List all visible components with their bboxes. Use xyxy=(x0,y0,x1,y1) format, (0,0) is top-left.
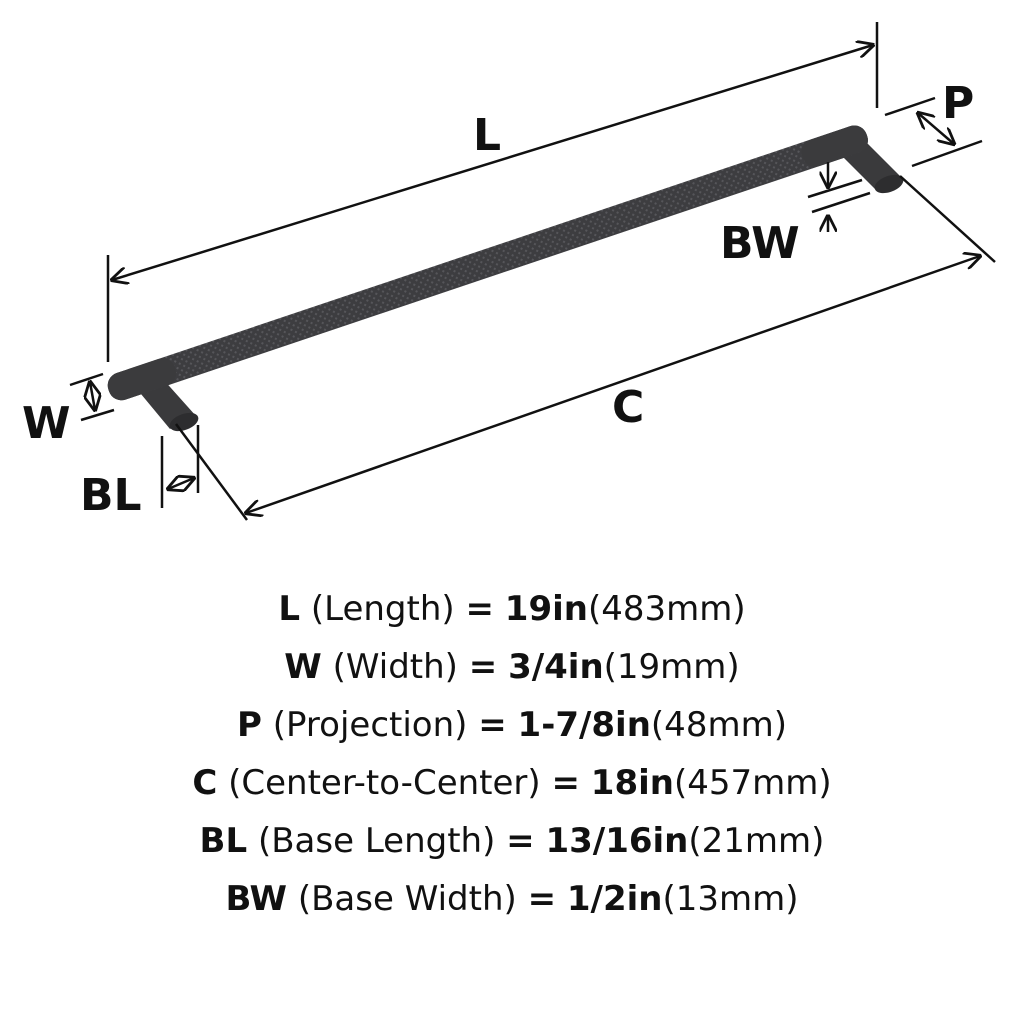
spec-equals: = xyxy=(506,821,535,861)
dimension-label-bl: BL xyxy=(80,470,142,521)
spec-code: BL xyxy=(199,821,248,861)
handle-dimension-diagram: L C P BW W BL xyxy=(22,22,996,521)
spec-code: P xyxy=(237,705,262,745)
spec-imperial: 19in xyxy=(504,589,588,629)
spec-code: C xyxy=(192,763,218,803)
spec-equals: = xyxy=(551,763,580,803)
spec-width: W (Width) = 3/4in(19mm) xyxy=(0,638,1024,696)
spec-code: BW xyxy=(225,879,288,919)
cabinet-pull-handle xyxy=(107,125,904,432)
spec-name: (Base Width) xyxy=(297,879,517,919)
spec-equals: = xyxy=(465,589,494,629)
spec-name: (Projection) xyxy=(272,705,468,745)
spec-imperial: 1-7/8in xyxy=(517,705,651,745)
dimension-label-l: L xyxy=(473,110,501,161)
spec-name: (Center-to-Center) xyxy=(228,763,541,803)
specifications-list: L (Length) = 19in(483mm) W (Width) = 3/4… xyxy=(0,580,1024,928)
spec-imperial: 13/16in xyxy=(545,821,689,861)
spec-equals: = xyxy=(478,705,507,745)
dimension-label-w: W xyxy=(22,398,71,449)
spec-metric: (19mm) xyxy=(603,647,740,687)
spec-center-to-center: C (Center-to-Center) = 18in(457mm) xyxy=(0,754,1024,812)
spec-base-width: BW (Base Width) = 1/2in(13mm) xyxy=(0,870,1024,928)
spec-length: L (Length) = 19in(483mm) xyxy=(0,580,1024,638)
dimension-label-p: P xyxy=(942,78,974,129)
spec-imperial: 1/2in xyxy=(566,879,663,919)
spec-base-length: BL (Base Length) = 13/16in(21mm) xyxy=(0,812,1024,870)
dimension-lines xyxy=(69,22,996,521)
spec-name: (Base Length) xyxy=(257,821,496,861)
dimension-label-c: C xyxy=(612,382,644,433)
spec-name: (Width) xyxy=(332,647,458,687)
spec-equals: = xyxy=(468,647,498,687)
spec-metric: (21mm) xyxy=(688,821,825,861)
spec-code: L xyxy=(278,589,301,629)
spec-metric: (13mm) xyxy=(662,879,799,919)
spec-code: W xyxy=(284,647,322,687)
spec-metric: (48mm) xyxy=(650,705,787,745)
dimension-label-bw: BW xyxy=(720,218,800,269)
spec-imperial: 3/4in xyxy=(508,647,604,687)
spec-imperial: 18in xyxy=(590,763,674,803)
spec-name: (Length) xyxy=(310,589,455,629)
spec-metric: (457mm) xyxy=(673,763,832,803)
spec-metric: (483mm) xyxy=(587,589,746,629)
spec-equals: = xyxy=(527,879,557,919)
spec-projection: P (Projection) = 1-7/8in(48mm) xyxy=(0,696,1024,754)
